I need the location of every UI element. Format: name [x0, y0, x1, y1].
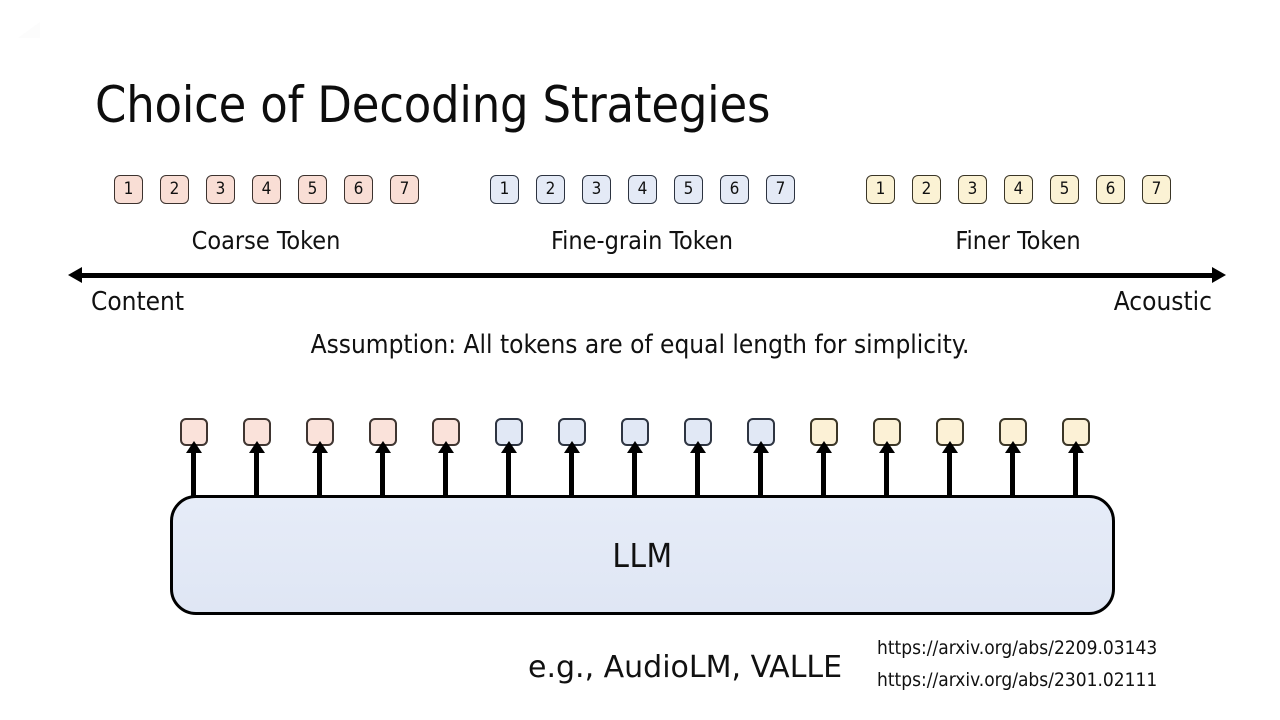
output-token-column: [873, 418, 901, 510]
axis-label-acoustic: Acoustic: [1113, 287, 1212, 317]
token-box: 6: [344, 175, 373, 204]
arrow-up-icon: [815, 441, 832, 510]
output-token-column: [180, 418, 208, 510]
token-box: 7: [390, 175, 419, 204]
output-token-column: [999, 418, 1027, 510]
arrow-up-icon: [374, 441, 391, 510]
llm-label: LLM: [612, 535, 673, 575]
token-box: 1: [490, 175, 519, 204]
output-token-column: [621, 418, 649, 510]
arrow-up-icon: [1067, 441, 1084, 510]
token-box: 4: [1004, 175, 1033, 204]
reference-link[interactable]: https://arxiv.org/abs/2301.02111: [877, 669, 1158, 691]
token-box: 4: [252, 175, 281, 204]
arrow-left-icon: [68, 267, 82, 283]
token-group-coarse: 1 2 3 4 5 6 7: [114, 175, 419, 204]
llm-block: LLM: [170, 495, 1115, 615]
corner-triangle-icon: [18, 22, 40, 38]
token-box: 6: [720, 175, 749, 204]
output-token-column: [432, 418, 460, 510]
token-box: 3: [206, 175, 235, 204]
output-token-column: [495, 418, 523, 510]
token-box: 5: [298, 175, 327, 204]
token-box: 2: [536, 175, 565, 204]
arrow-up-icon: [878, 441, 895, 510]
token-box: 1: [866, 175, 895, 204]
output-token-column: [243, 418, 271, 510]
token-box: 1: [114, 175, 143, 204]
reference-list: https://arxiv.org/abs/2209.03143 https:/…: [877, 632, 1217, 696]
axis-line: [79, 272, 1215, 278]
arrow-up-icon: [689, 441, 706, 510]
output-token-column: [810, 418, 838, 510]
output-token-column: [1062, 418, 1090, 510]
token-box: 4: [628, 175, 657, 204]
arrow-up-icon: [941, 441, 958, 510]
arrow-up-icon: [500, 441, 517, 510]
token-box: 5: [674, 175, 703, 204]
output-token-column: [369, 418, 397, 510]
token-group-label-finer: Finer Token: [955, 226, 1081, 255]
arrow-up-icon: [248, 441, 265, 510]
token-box: 7: [1142, 175, 1171, 204]
token-box: 5: [1050, 175, 1079, 204]
token-box: 3: [958, 175, 987, 204]
output-token-column: [684, 418, 712, 510]
reference-link[interactable]: https://arxiv.org/abs/2209.03143: [877, 637, 1158, 659]
arrow-up-icon: [437, 441, 454, 510]
token-group-finer: 1 2 3 4 5 6 7: [866, 175, 1171, 204]
arrow-up-icon: [311, 441, 328, 510]
arrow-up-icon: [1004, 441, 1021, 510]
arrow-up-icon: [752, 441, 769, 510]
output-token-column: [747, 418, 775, 510]
arrow-up-icon: [185, 441, 202, 510]
arrow-up-icon: [563, 441, 580, 510]
token-strip: 1 2 3 4 5 6 7 1 2 3 4 5 6 7 1 2 3 4 5 6 …: [0, 175, 1280, 209]
axis-label-content: Content: [91, 287, 185, 317]
output-token-column: [558, 418, 586, 510]
token-box: 2: [912, 175, 941, 204]
output-token-row: [170, 418, 1110, 510]
token-group-label-fine-grain: Fine-grain Token: [550, 226, 734, 255]
assumption-note: Assumption: All tokens are of equal leng…: [310, 330, 970, 360]
example-models-text: e.g., AudioLM, VALLE: [528, 650, 843, 685]
output-token-column: [306, 418, 334, 510]
output-token-column: [936, 418, 964, 510]
content-acoustic-axis: [68, 267, 1226, 283]
token-box: 6: [1096, 175, 1125, 204]
arrow-right-icon: [1212, 267, 1226, 283]
token-group-fine-grain: 1 2 3 4 5 6 7: [490, 175, 795, 204]
token-box: 3: [582, 175, 611, 204]
token-box: 2: [160, 175, 189, 204]
page-title: Choice of Decoding Strategies: [95, 76, 771, 134]
arrow-up-icon: [626, 441, 643, 510]
token-group-label-coarse: Coarse Token: [191, 226, 341, 255]
token-box: 7: [766, 175, 795, 204]
